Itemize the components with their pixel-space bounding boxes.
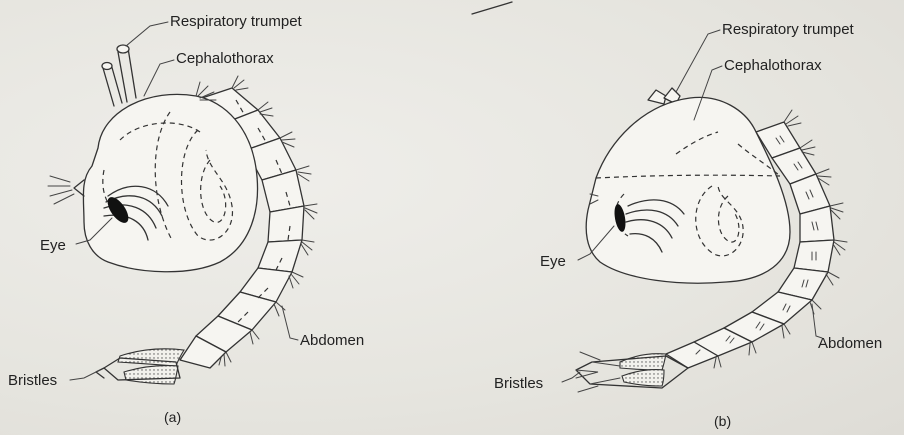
label-bristles-a: Bristles: [8, 372, 57, 389]
pupa-b: [576, 88, 847, 392]
label-eye-b: Eye: [540, 253, 566, 270]
cephalothorax-a-shape: [83, 94, 257, 271]
caption-a: (a): [164, 409, 181, 425]
label-cephalothorax-a: Cephalothorax: [176, 50, 274, 67]
leader-trumpet-a: [126, 22, 168, 46]
label-abdomen-b: Abdomen: [818, 335, 882, 352]
bristles-a-shape: [96, 336, 226, 384]
leader-bristles-a: [70, 370, 100, 380]
label-respiratory-trumpet-a: Respiratory trumpet: [170, 13, 303, 30]
leader-trumpet-b: [676, 30, 720, 92]
stray-mark: [472, 2, 512, 14]
respiratory-trumpet-a-shape: [102, 45, 136, 106]
label-eye-a: Eye: [40, 237, 66, 254]
label-bristles-b: Bristles: [494, 375, 543, 392]
label-abdomen-a: Abdomen: [300, 332, 364, 349]
leader-bristles-b: [562, 372, 580, 382]
leader-abdomen-a: [282, 306, 298, 340]
leader-cephalothorax-a: [144, 60, 174, 96]
cephalothorax-b-shape: [586, 97, 790, 283]
caption-b: (b): [714, 413, 731, 429]
label-respiratory-trumpet-b: Respiratory trumpet: [722, 21, 855, 38]
label-cephalothorax-b: Cephalothorax: [724, 57, 822, 74]
pupa-a: [48, 45, 317, 384]
